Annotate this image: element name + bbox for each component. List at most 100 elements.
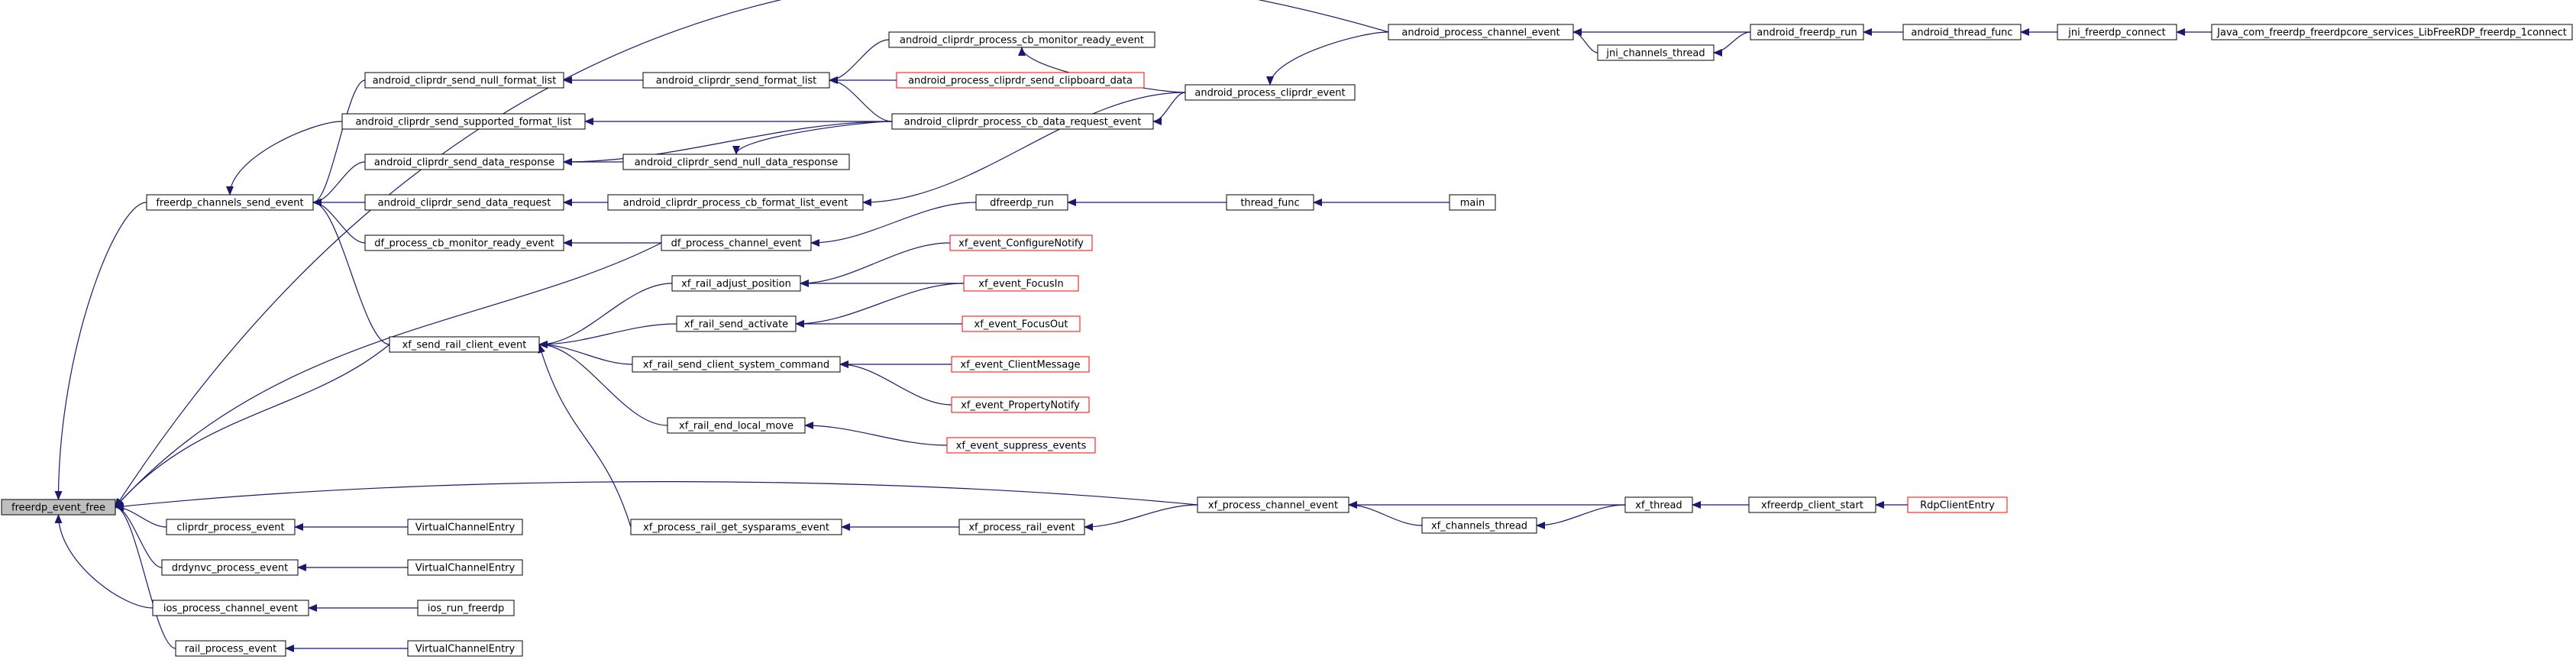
node-box: [891, 113, 1154, 130]
node-label: xf_rail_end_local_move: [679, 421, 793, 432]
node-df-process-channel-event[interactable]: df_process_channel_event: [661, 234, 812, 251]
node-android-process-cliprdr-send-clipboard-data[interactable]: android_process_cliprdr_send_clipboard_d…: [896, 72, 1145, 89]
node-ios-run-freerdp[interactable]: ios_run_freerdp: [417, 600, 515, 616]
node-label: xf_process_channel_event: [1208, 500, 1338, 512]
node-xf-process-rail-get-sysparams-event[interactable]: xf_process_rail_get_sysparams_event: [630, 519, 842, 535]
node-thread-func[interactable]: thread_func: [1226, 194, 1314, 211]
node-xf-process-rail-event[interactable]: xf_process_rail_event: [958, 519, 1085, 535]
node-box: [958, 519, 1085, 535]
edge-xf-process-rail-get-sysparams-event-to-xf-send-rail-client-event: [538, 344, 632, 528]
node-android-process-cliprdr-event[interactable]: android_process_cliprdr_event: [1185, 84, 1356, 101]
node-label: rail_process_event: [185, 644, 277, 655]
node-android-process-channel-event[interactable]: android_process_channel_event: [1388, 24, 1574, 40]
node-android-thread-func[interactable]: android_thread_func: [1902, 24, 2022, 40]
edge-xf-rail-send-client-system-command-to-xf-send-rail-client-event: [538, 341, 633, 365]
node-label: VirtualChannelEntry: [415, 644, 516, 655]
node-android-cliprdr-send-null-data-response[interactable]: android_cliprdr_send_null_data_response: [622, 154, 850, 170]
node-xf-process-channel-event[interactable]: xf_process_channel_event: [1197, 496, 1349, 513]
node-label: xf_thread: [1635, 500, 1682, 512]
node-box: [667, 417, 806, 434]
node-box: [1449, 194, 1496, 211]
node-cliprdr-process-event[interactable]: cliprdr_process_event: [166, 519, 296, 535]
node-dfreerdp-run[interactable]: dfreerdp_run: [975, 194, 1068, 211]
node-android-cliprdr-send-data-response[interactable]: android_cliprdr_send_data_response: [364, 154, 564, 170]
node-virtualchannelentry-1[interactable]: VirtualChannelEntry: [407, 519, 523, 535]
node-xf-event-focusout[interactable]: xf_event_FocusOut: [962, 315, 1081, 332]
node-xf-event-propertynotify[interactable]: xf_event_PropertyNotify: [951, 396, 1090, 413]
node-box: [963, 275, 1079, 292]
node-xf-rail-send-client-system-command[interactable]: xf_rail_send_client_system_command: [632, 356, 841, 373]
node-box: [2211, 24, 2573, 40]
node-jni-freerdp-connect[interactable]: jni_freerdp_connect: [2057, 24, 2177, 40]
node-box: [407, 559, 523, 576]
node-label: freerdp_channels_send_event: [156, 198, 303, 209]
node-virtualchannelentry-3[interactable]: VirtualChannelEntry: [407, 640, 523, 657]
node-box: [1750, 24, 1864, 40]
node-label: dfreerdp_run: [990, 198, 1054, 209]
node-label: df_process_cb_monitor_ready_event: [374, 238, 554, 250]
node-java-com-freerdp-1connect[interactable]: Java_com_freerdp_freerdpcore_services_Li…: [2211, 24, 2573, 40]
node-xf-event-clientmessage[interactable]: xf_event_ClientMessage: [951, 356, 1090, 373]
node-box: [1, 499, 116, 516]
edge-xf-event-propertynotify-to-xf-rail-send-client-system-command: [839, 360, 952, 406]
node-box: [661, 234, 812, 251]
node-android-cliprdr-send-supported-format-list[interactable]: android_cliprdr_send_supported_format_li…: [341, 113, 586, 130]
node-label: drdynvc_process_event: [172, 563, 288, 574]
node-virtualchannelentry-2[interactable]: VirtualChannelEntry: [407, 559, 523, 576]
node-freerdp-event-free[interactable]: freerdp_event_free: [1, 499, 116, 516]
node-android-cliprdr-process-cb-format-list-event[interactable]: android_cliprdr_process_cb_format_list_e…: [607, 194, 864, 211]
node-jni-channels-thread[interactable]: jni_channels_thread: [1597, 44, 1715, 61]
node-xf-event-suppress-events[interactable]: xf_event_suppress_events: [946, 437, 1096, 454]
node-box: [896, 72, 1145, 89]
node-freerdp-channels-send-event[interactable]: freerdp_channels_send_event: [146, 194, 314, 211]
node-xf-channels-thread[interactable]: xf_channels_thread: [1421, 517, 1537, 534]
node-android-cliprdr-send-format-list[interactable]: android_cliprdr_send_format_list: [642, 72, 830, 89]
node-label: android_cliprdr_send_null_format_list: [373, 76, 557, 87]
node-xf-event-configurenotify[interactable]: xf_event_ConfigureNotify: [949, 234, 1093, 251]
edge-android-cliprdr-process-cb-data-request-event-to-android-cliprdr-send-null-data-response: [732, 121, 893, 155]
node-xf-rail-adjust-position[interactable]: xf_rail_adjust_position: [671, 275, 801, 292]
node-label: VirtualChannelEntry: [415, 563, 516, 574]
node-android-cliprdr-send-data-request[interactable]: android_cliprdr_send_data_request: [364, 194, 564, 211]
edge-xf-process-channel-event-to-freerdp-event-free: [115, 481, 1198, 510]
edge-android-cliprdr-process-cb-data-request-event-to-android-cliprdr-send-data-response: [563, 121, 893, 166]
node-label: xfreerdp_client_start: [1761, 500, 1863, 512]
node-xfreerdp-client-start[interactable]: xfreerdp_client_start: [1748, 496, 1876, 513]
node-xf-event-focusin[interactable]: xf_event_FocusIn: [963, 275, 1079, 292]
node-android-freerdp-run[interactable]: android_freerdp_run: [1750, 24, 1864, 40]
edge-dfreerdp-run-to-df-process-channel-event: [810, 202, 977, 247]
node-ios-process-channel-event[interactable]: ios_process_channel_event: [152, 600, 309, 616]
node-label: android_freerdp_run: [1757, 27, 1857, 39]
node-rdpcliententry[interactable]: RdpClientEntry: [1907, 496, 2008, 513]
node-rail-process-event[interactable]: rail_process_event: [175, 640, 286, 657]
node-label: jni_freerdp_connect: [2067, 27, 2166, 39]
node-label: android_cliprdr_send_format_list: [656, 76, 816, 87]
edge-android-cliprdr-process-cb-data-request-event-to-android-cliprdr-send-format-list: [829, 76, 893, 122]
edge-xf-rail-end-local-move-to-xf-send-rail-client-event: [538, 341, 668, 426]
node-main[interactable]: main: [1449, 194, 1496, 211]
node-android-cliprdr-process-cb-monitor-ready-event[interactable]: android_cliprdr_process_cb_monitor_ready…: [888, 31, 1155, 48]
node-android-cliprdr-send-null-format-list[interactable]: android_cliprdr_send_null_format_list: [364, 72, 564, 89]
node-xf-rail-end-local-move[interactable]: xf_rail_end_local_move: [667, 417, 806, 434]
node-label: xf_event_FocusIn: [978, 279, 1064, 290]
edge-xf-rail-adjust-position-to-xf-send-rail-client-event: [538, 283, 673, 348]
edge-xf-channels-thread-to-xf-process-channel-event: [1348, 501, 1423, 526]
node-label: xf_event_FocusOut: [974, 319, 1068, 331]
node-label: xf_event_ClientMessage: [961, 360, 1081, 371]
node-android-cliprdr-process-cb-data-request-event[interactable]: android_cliprdr_process_cb_data_request_…: [891, 113, 1154, 130]
edge-android-freerdp-run-to-jni-channels-thread: [1713, 31, 1751, 57]
edge-xf-send-rail-client-event-to-freerdp-event-free: [115, 344, 390, 508]
edge-android-process-cliprdr-event-to-android-cliprdr-process-cb-data-request-event: [1152, 92, 1186, 125]
node-xf-send-rail-client-event[interactable]: xf_send_rail_client_event: [389, 336, 540, 353]
node-label: xf_rail_send_client_system_command: [643, 360, 829, 371]
node-box: [341, 113, 586, 130]
node-label: android_cliprdr_process_cb_data_request_…: [904, 117, 1142, 128]
node-label: cliprdr_process_event: [176, 522, 284, 534]
node-df-process-cb-monitor-ready-event[interactable]: df_process_cb_monitor_ready_event: [364, 234, 564, 251]
node-xf-rail-send-activate[interactable]: xf_rail_send_activate: [676, 315, 797, 332]
node-xf-thread[interactable]: xf_thread: [1624, 496, 1693, 513]
edge-jni-channels-thread-to-android-process-channel-event: [1572, 28, 1598, 53]
edge-xf-process-channel-event-to-xf-process-rail-event: [1084, 504, 1198, 531]
edge-android-cliprdr-send-supported-format-list-to-freerdp-channels-send-event: [226, 121, 343, 196]
node-drdynvc-process-event[interactable]: drdynvc_process_event: [161, 559, 299, 576]
